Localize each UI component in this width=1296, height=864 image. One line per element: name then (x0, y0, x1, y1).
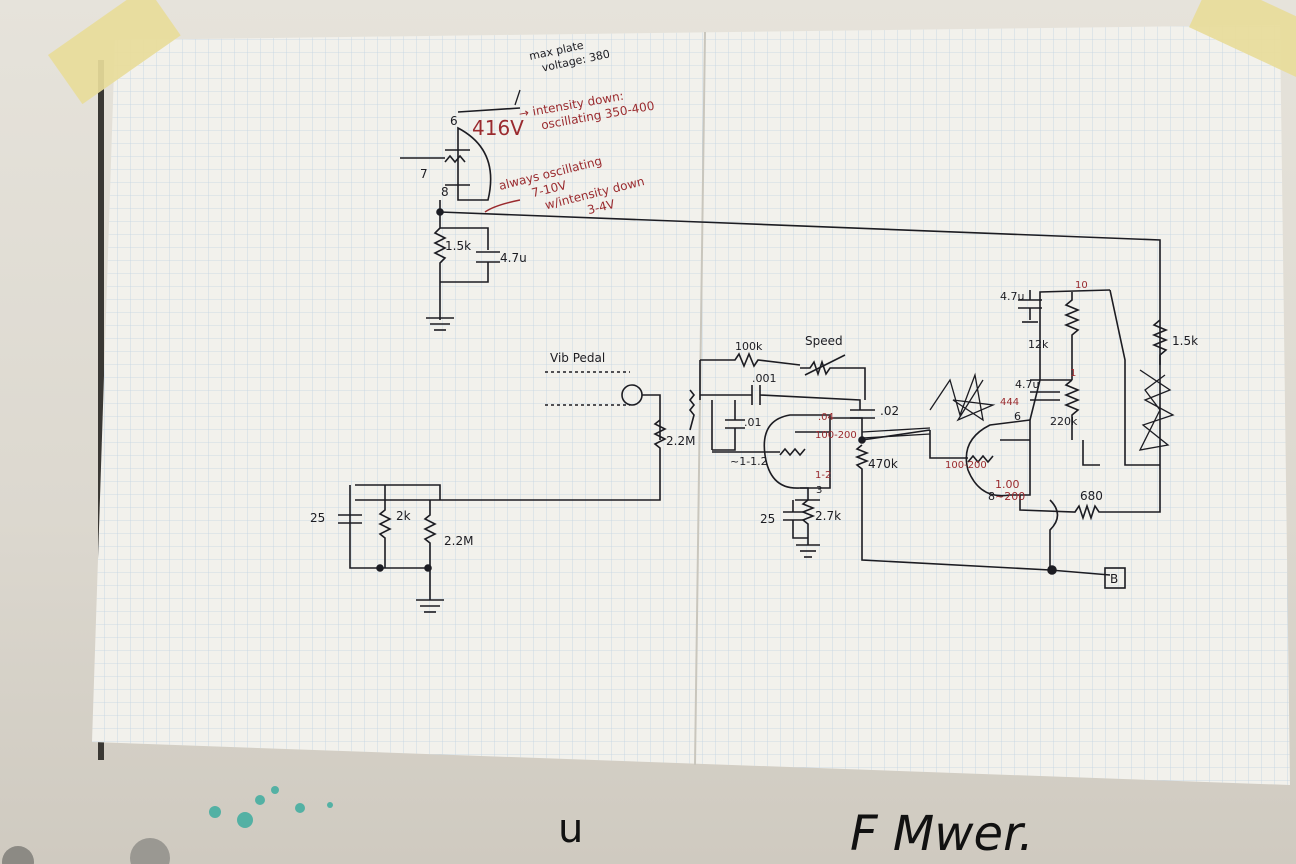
r-22m-left-label: 2.2M (444, 534, 473, 548)
whiteboard-scribble-2: F Mwer. (850, 806, 1034, 862)
plate-voltage-label: 416V (472, 116, 524, 140)
r-470k-label: 470k (868, 457, 898, 471)
scribbled-out-area (861, 369, 1175, 451)
graph-paper-sheet (92, 25, 1290, 785)
r-cathode-top-label: 1.5k (445, 239, 471, 253)
r-22m-in-label: 2.2M (666, 434, 695, 448)
pin8-right-label: 8 (988, 490, 995, 503)
vib-pedal-label: Vib Pedal (550, 351, 605, 365)
magnet (130, 838, 170, 864)
always-osc-line4: 3-4V (586, 197, 617, 218)
speed-label: Speed (805, 334, 843, 348)
pin7-label: 7 (420, 167, 428, 181)
c-47u-a-label: 4.7u (1000, 290, 1024, 303)
c-01-label: .01 (744, 416, 762, 429)
r-27k-label: 2.7k (815, 509, 841, 523)
teal-marker-marks (209, 786, 333, 828)
r-220k-label: 220k (1050, 415, 1078, 428)
pin6-top-label: 6 (450, 114, 458, 128)
ten-a-label: 10 (1075, 280, 1088, 291)
schematic-wiring (338, 107, 1169, 613)
pin8-top-label: 8 (441, 185, 449, 199)
c-25-mid-label: 25 (760, 512, 775, 526)
r-12k-label: 12k (1028, 338, 1049, 351)
v-04-label: .04 (818, 412, 834, 423)
r-680-label: 680 (1080, 489, 1103, 503)
r-2k-left-label: 2k (396, 509, 411, 523)
pointer-arrow-icon (514, 89, 521, 106)
c-02-label: .02 (880, 404, 899, 418)
v-plate1-label: 100-200 (815, 430, 857, 441)
c-25-left-label: 25 (310, 511, 325, 525)
magnet (2, 846, 34, 864)
r-100k-label: 100k (735, 340, 763, 353)
v-444-label: 444 (1000, 397, 1019, 408)
pin6-right-label: 6 (1014, 410, 1021, 423)
pin3-label: 3 (816, 485, 822, 496)
one-a-label: 1 (1070, 368, 1076, 379)
whiteboard-scribble-1: u (558, 806, 583, 852)
v-12-label: 1-2 (815, 470, 831, 481)
c-001-label: .001 (752, 372, 777, 385)
c-47u-b-label: 4.7u (1015, 378, 1039, 391)
v-mid-label: ~1-1.2 (730, 455, 768, 468)
whiteboard-frame-edge (98, 60, 104, 760)
v-200-label: ~200 (995, 490, 1025, 503)
r-15k-right-label: 1.5k (1172, 334, 1198, 348)
red-arrow-icon (484, 199, 521, 213)
node-b-label: B (1110, 572, 1118, 586)
v-grid2-label: 100-200 (945, 460, 987, 471)
v-100-label: 1.00 (995, 478, 1020, 491)
c-cathode-top-label: 4.7u (500, 251, 527, 265)
